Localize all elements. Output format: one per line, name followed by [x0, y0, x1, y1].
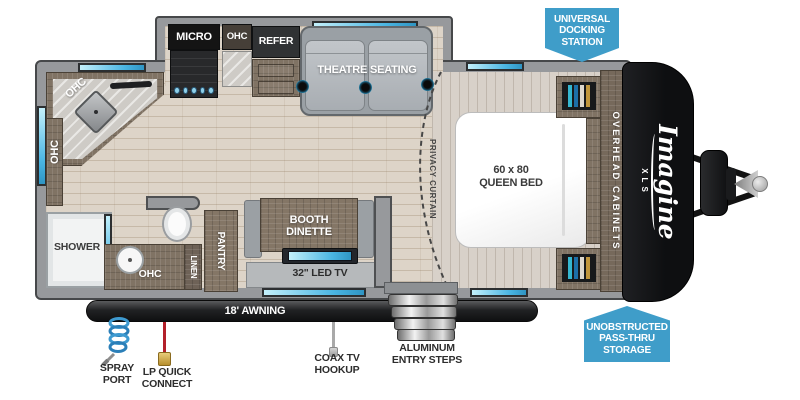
lp-connect-fitting: [158, 352, 171, 366]
corner-sink-drain: [94, 110, 98, 114]
booth-line2: DINETTE: [286, 226, 332, 239]
stove-burner-knobs: [174, 86, 214, 94]
tv-media-stand: [246, 262, 376, 288]
tv-label: 32" LED TV: [292, 267, 348, 279]
dinette-bottom-window: [262, 288, 366, 297]
spray-line1: SPRAY: [99, 362, 135, 374]
awning-label: 18' AWNING: [224, 305, 286, 317]
booth-line1: BOOTH: [289, 214, 329, 226]
passthru-line3: STORAGE: [603, 344, 651, 356]
theatre-label: THEATRE SEATING: [317, 64, 417, 76]
wardrobe-bottom: [556, 248, 602, 290]
lp-line2: CONNECT: [141, 378, 193, 391]
bedroom-top-window: [466, 62, 524, 71]
docking-line2: DOCKING: [559, 25, 605, 37]
kitchen-ohc-box: OHC: [222, 24, 252, 50]
pillow-seam: [562, 124, 565, 236]
left-wall-cabinet: [46, 118, 63, 206]
coax-plug: [329, 347, 338, 357]
cupholder-right: [421, 78, 434, 91]
kitchen-drawers: [252, 59, 300, 97]
spray-line2: PORT: [102, 374, 132, 387]
cupholder-center: [359, 81, 372, 94]
cupholder-left: [296, 80, 309, 93]
theatre-seat-right: [368, 40, 428, 111]
propane-tank-cover: [700, 150, 728, 216]
lp-line1: LP QUICK: [142, 366, 192, 378]
refer-label: REFER: [258, 35, 294, 48]
bath-sink: [116, 246, 144, 274]
hitch-bracket: [726, 168, 736, 200]
bed-line1: 60 x 80: [493, 164, 529, 176]
coax-label: COAX TV HOOKUP: [304, 352, 370, 376]
entry-threshold: [384, 282, 458, 294]
docking-line3: STATION: [561, 36, 603, 48]
passthru-line2: PASS-THRU: [599, 333, 655, 345]
micro-label: MICRO: [176, 30, 212, 43]
bed-line2: QUEEN BED: [479, 176, 543, 189]
microwave-box: MICRO: [168, 24, 220, 50]
entry-step-1: [388, 294, 458, 306]
lp-connect-line: [163, 322, 166, 354]
wardrobe-top: [556, 76, 602, 118]
entry-step-2: [391, 306, 457, 318]
led-tv-screen: [288, 251, 352, 261]
brand-logo: Imagine XLS: [640, 107, 682, 257]
coax-cable: [332, 322, 335, 348]
bed-label: 60 x 80 QUEEN BED: [455, 164, 567, 189]
brand-swoosh: [651, 134, 659, 230]
spray-port-hose: [101, 317, 130, 367]
kitchen-counter-square: [222, 51, 252, 87]
steps-line1: ALUMINUM: [399, 342, 455, 354]
theatre-seat-left: [305, 40, 365, 111]
entry-step-4: [397, 329, 455, 341]
spray-port-label: SPRAY PORT: [90, 362, 144, 386]
rear-side-window: [37, 106, 47, 186]
queen-bed: [455, 112, 591, 248]
pantry-cabinet: [204, 210, 238, 292]
entry-wall: [374, 196, 392, 288]
brand-sub: XLS: [640, 168, 649, 196]
hitch-coupler-knob: [752, 176, 768, 192]
passthru-line1: UNOBSTRUCTED: [586, 322, 668, 333]
bedroom-bottom-window: [470, 288, 528, 297]
bath-ohc-label: OHC: [138, 268, 162, 280]
privacy-curtain-label: PRIVACY CURTAIN: [428, 139, 438, 219]
lp-connect-label: LP QUICK CONNECT: [132, 366, 202, 390]
entry-steps-label: ALUMINUM ENTRY STEPS: [384, 342, 470, 366]
linen-cabinet: [184, 244, 202, 290]
refrigerator-box: REFER: [252, 26, 300, 58]
booth-dinette-label: BOOTH DINETTE: [262, 214, 356, 238]
coax-line2: HOOKUP: [314, 364, 360, 377]
kitchen-ohc-label: OHC: [226, 30, 248, 42]
shower-stall: [46, 212, 112, 288]
overhead-cabinets-label: OVERHEAD CABINETS: [610, 111, 622, 251]
steps-line2: ENTRY STEPS: [391, 354, 463, 367]
docking-line1: UNIVERSAL: [554, 14, 610, 25]
coax-line1: COAX TV: [314, 352, 360, 364]
bath-sink-drain: [128, 258, 132, 262]
front-cap: [622, 62, 694, 302]
rear-top-window: [78, 63, 146, 72]
shower-label: SHOWER: [53, 241, 101, 253]
toilet: [162, 206, 192, 242]
